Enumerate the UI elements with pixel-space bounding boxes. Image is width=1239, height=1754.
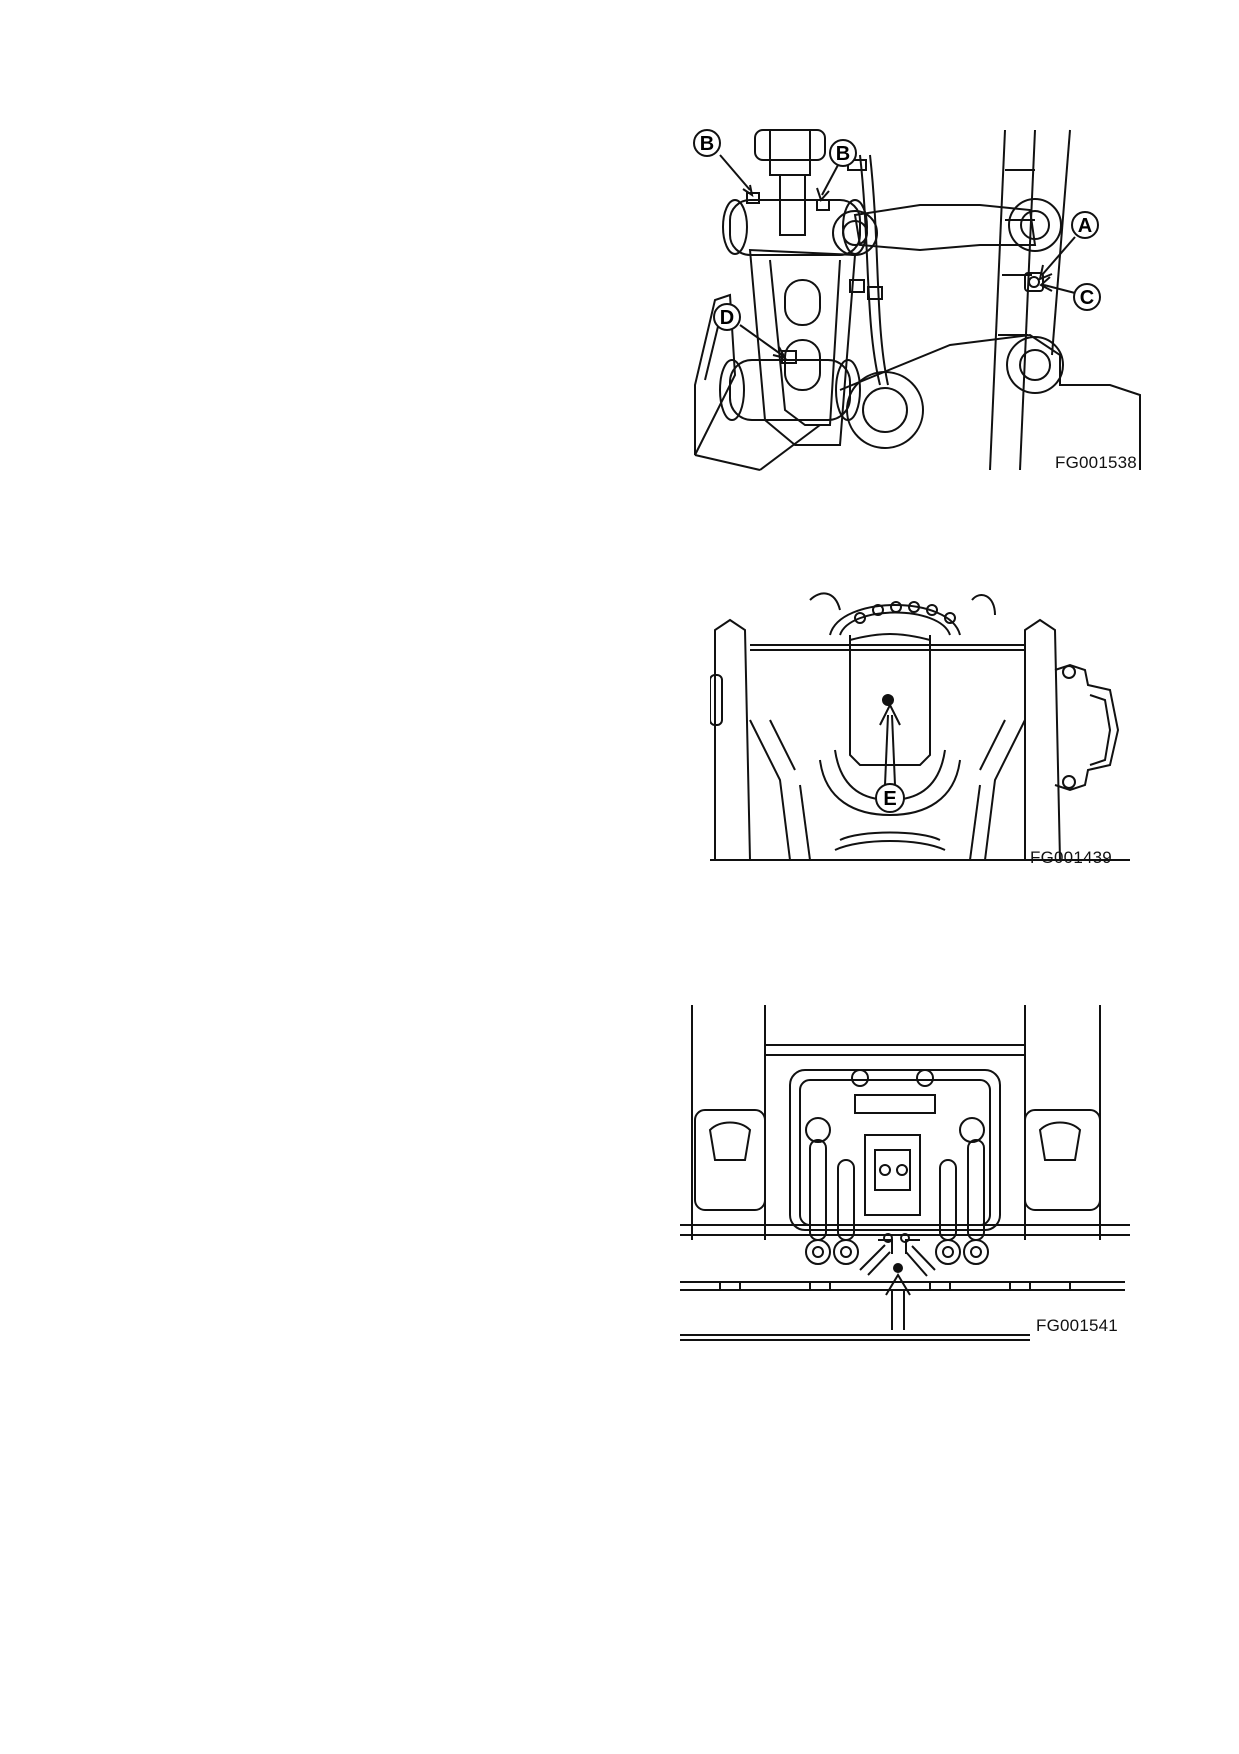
figure-fg001538: B B A C D FG001538 bbox=[690, 125, 1160, 480]
svg-text:B: B bbox=[700, 133, 714, 155]
svg-text:A: A bbox=[1078, 215, 1092, 237]
callout-e: E bbox=[875, 783, 905, 813]
boom-arm-illustration: B B A C D bbox=[693, 129, 1141, 471]
svg-text:C: C bbox=[1080, 287, 1094, 309]
callout-a: A bbox=[1071, 211, 1099, 239]
figure-fg001439: E FG001439 bbox=[710, 590, 1135, 867]
callout-b-left: B bbox=[693, 129, 721, 157]
svg-text:E: E bbox=[883, 788, 896, 810]
callout-b-right: B bbox=[829, 139, 857, 167]
svg-text:B: B bbox=[836, 143, 850, 165]
boom-foot-illustration: E bbox=[710, 592, 1130, 861]
swing-frame-illustration bbox=[680, 1005, 1130, 1341]
svg-text:D: D bbox=[720, 307, 734, 329]
figure-fg001541: FG001541 bbox=[680, 1000, 1130, 1345]
callout-c: C bbox=[1073, 283, 1101, 311]
figure-code: FG001538 bbox=[1055, 453, 1137, 472]
figure-code: FG001541 bbox=[1036, 1316, 1118, 1335]
callout-d: D bbox=[713, 303, 741, 331]
figure-code: FG001439 bbox=[1030, 848, 1112, 867]
